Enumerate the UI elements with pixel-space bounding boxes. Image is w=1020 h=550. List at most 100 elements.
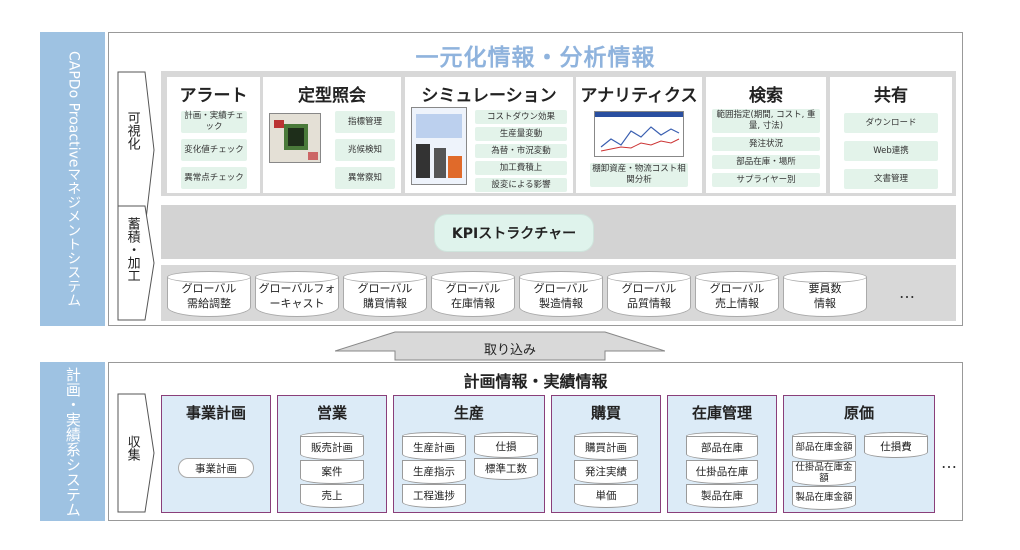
analytics-item-correlation: 棚卸資産・物流コスト相関分析 — [590, 163, 688, 187]
purchasing-stack: 購買計画 発注実績 単価 — [574, 432, 638, 508]
group-purchasing: 購買 購買計画 発注実績 単価 — [551, 395, 661, 513]
proactive-system-side-text: CAPDo Proactiveマネジメントシステム — [65, 50, 82, 308]
cost-item-defect-cost: 仕損費 — [864, 436, 928, 458]
query-item-sign-detect: 兆候検知 — [335, 139, 395, 161]
proactive-system-frame: 一元化情報・分析情報 可視化 蓄積・加工 アラート 計画・実績チェック 変化値チ… — [108, 32, 963, 326]
accumulate-label: 蓄積・加工 — [124, 217, 140, 282]
plan-system-side-label: 計画・実績系システム — [40, 362, 105, 521]
search-item-range: 範囲指定(期間, コスト, 重量, 寸法) — [712, 109, 820, 133]
purchasing-item-plan: 購買計画 — [574, 436, 638, 460]
cost-stack-left: 部品在庫金額 仕掛品在庫金額 製品在庫金額 — [792, 432, 856, 510]
card-search: 検索 範囲指定(期間, コスト, 重量, 寸法) 発注状況 部品在庫・場所 サプ… — [706, 77, 826, 193]
group-production: 生産 生産計画 生産指示 工程進捗 仕損 標準工数 — [393, 395, 545, 513]
query-item-indicator: 指標管理 — [335, 111, 395, 133]
db-staff: 要員数情報 — [783, 271, 867, 317]
standard-query-thumbnail — [269, 113, 321, 163]
business-plan-item: 事業計画 — [178, 458, 254, 478]
db-purchase: グローバル購買情報 — [343, 271, 427, 317]
plan-ellipsis: … — [941, 453, 958, 472]
visualize-chevron: 可視化 — [117, 71, 155, 229]
alert-item-change: 変化値チェック — [181, 139, 247, 161]
production-item-progress: 工程進捗 — [402, 484, 466, 508]
inventory-item-wip: 仕掛品在庫 — [686, 460, 758, 484]
alert-item-anomaly: 異常点チェック — [181, 167, 247, 189]
unified-info-title: 一元化情報・分析情報 — [415, 45, 656, 71]
query-item-anomaly-detect: 異常察知 — [335, 167, 395, 189]
card-alert: アラート 計画・実績チェック 変化値チェック 異常点チェック — [167, 77, 260, 193]
collect-chevron: 収集 — [117, 393, 155, 513]
sim-item-production: 生産量変動 — [475, 127, 567, 141]
group-sales: 営業 販売計画 案件 売上 — [277, 395, 387, 513]
db-manufacturing-label: グローバル製造情報 — [533, 282, 589, 310]
sim-item-fx: 為替・市況変動 — [475, 144, 567, 158]
db-ellipsis: … — [899, 283, 916, 302]
simulation-thumbnail — [411, 107, 467, 185]
sales-stack: 販売計画 案件 売上 — [300, 432, 364, 508]
production-item-instruction: 生産指示 — [402, 460, 466, 484]
cost-stack-right: 仕損費 — [864, 432, 928, 458]
db-demand-supply-label: グローバル需給調整 — [181, 282, 237, 310]
db-quality-label: グローバル品質情報 — [621, 282, 677, 310]
sim-item-cost-down: コストダウン効果 — [475, 110, 567, 124]
inventory-item-products: 製品在庫 — [686, 484, 758, 508]
collect-chevron-shape — [117, 393, 155, 513]
kpi-structure-box: KPIストラクチャー — [435, 215, 593, 251]
db-sales: グローバル売上情報 — [695, 271, 779, 317]
alert-item-plan-actual: 計画・実績チェック — [181, 111, 247, 133]
card-standard-query: 定型照会 指標管理 兆候検知 異常察知 — [263, 77, 401, 193]
group-purchasing-title: 購買 — [590, 404, 621, 422]
purchasing-item-unit-price: 単価 — [574, 484, 638, 508]
card-analytics-title: アナリティクス — [580, 86, 698, 106]
inventory-stack: 部品在庫 仕掛品在庫 製品在庫 — [686, 432, 758, 508]
db-quality: グローバル品質情報 — [607, 271, 691, 317]
card-alert-title: アラート — [179, 86, 248, 106]
db-inventory-label: グローバル在庫情報 — [445, 282, 501, 310]
db-demand-supply: グローバル需給調整 — [167, 271, 251, 317]
card-share: 共有 ダウンロード Web連携 文書管理 — [830, 77, 952, 193]
cost-item-product-amount: 製品在庫金額 — [792, 486, 856, 510]
db-inventory: グローバル在庫情報 — [431, 271, 515, 317]
collect-label: 収集 — [124, 435, 140, 461]
share-item-download: ダウンロード — [844, 113, 938, 133]
db-purchase-label: グローバル購買情報 — [357, 282, 413, 310]
production-item-plan: 生産計画 — [402, 436, 466, 460]
group-inventory: 在庫管理 部品在庫 仕掛品在庫 製品在庫 — [667, 395, 777, 513]
sim-item-processing: 加工費積上 — [475, 161, 567, 175]
production-item-std-hours: 標準工数 — [474, 458, 538, 480]
group-inventory-title: 在庫管理 — [691, 404, 752, 422]
group-cost-title: 原価 — [843, 404, 874, 422]
production-item-defect: 仕損 — [474, 436, 538, 458]
db-staff-label: 要員数情報 — [808, 282, 842, 310]
accumulate-chevron: 蓄積・加工 — [117, 205, 155, 321]
search-item-supplier: サプライヤー別 — [712, 173, 820, 187]
visualize-chevron-shape — [117, 71, 155, 229]
card-simulation-title: シミュレーション — [421, 86, 557, 106]
search-item-order-status: 発注状況 — [712, 137, 820, 151]
plan-system-side-text: 計画・実績系システム — [63, 366, 82, 517]
accumulate-chevron-shape — [117, 205, 155, 321]
cost-item-wip-amount: 仕掛品在庫金額 — [792, 461, 856, 486]
db-sales-label: グローバル売上情報 — [709, 282, 765, 310]
card-analytics: アナリティクス 棚卸資産・物流コスト相関分析 — [576, 77, 702, 193]
inventory-item-parts: 部品在庫 — [686, 436, 758, 460]
sim-item-design-change: 設変による影響 — [475, 178, 567, 192]
plan-system-frame: 計画情報・実績情報 収集 事業計画 事業計画 営業 販売計画 案件 売上 生産 … — [108, 362, 963, 521]
purchasing-item-orders: 発注実績 — [574, 460, 638, 484]
group-production-title: 生産 — [453, 404, 484, 422]
sales-item-deal: 案件 — [300, 460, 364, 484]
card-share-title: 共有 — [874, 86, 908, 106]
share-item-web: Web連携 — [844, 141, 938, 161]
production-stack-left: 生産計画 生産指示 工程進捗 — [402, 432, 466, 508]
sales-item-revenue: 売上 — [300, 484, 364, 508]
import-arrow — [335, 331, 665, 361]
card-search-title: 検索 — [749, 86, 783, 106]
plan-info-title: 計画情報・実績情報 — [463, 372, 608, 391]
search-item-parts-stock: 部品在庫・場所 — [712, 155, 820, 169]
group-sales-title: 営業 — [316, 404, 347, 422]
group-business-plan-title: 事業計画 — [185, 404, 246, 422]
visualize-label: 可視化 — [124, 111, 140, 150]
group-business-plan: 事業計画 事業計画 — [161, 395, 271, 513]
share-item-docs: 文書管理 — [844, 169, 938, 189]
card-simulation: シミュレーション コストダウン効果 生産量変動 為替・市況変動 加工費積上 設変… — [405, 77, 573, 193]
card-standard-query-title: 定型照会 — [298, 86, 366, 106]
